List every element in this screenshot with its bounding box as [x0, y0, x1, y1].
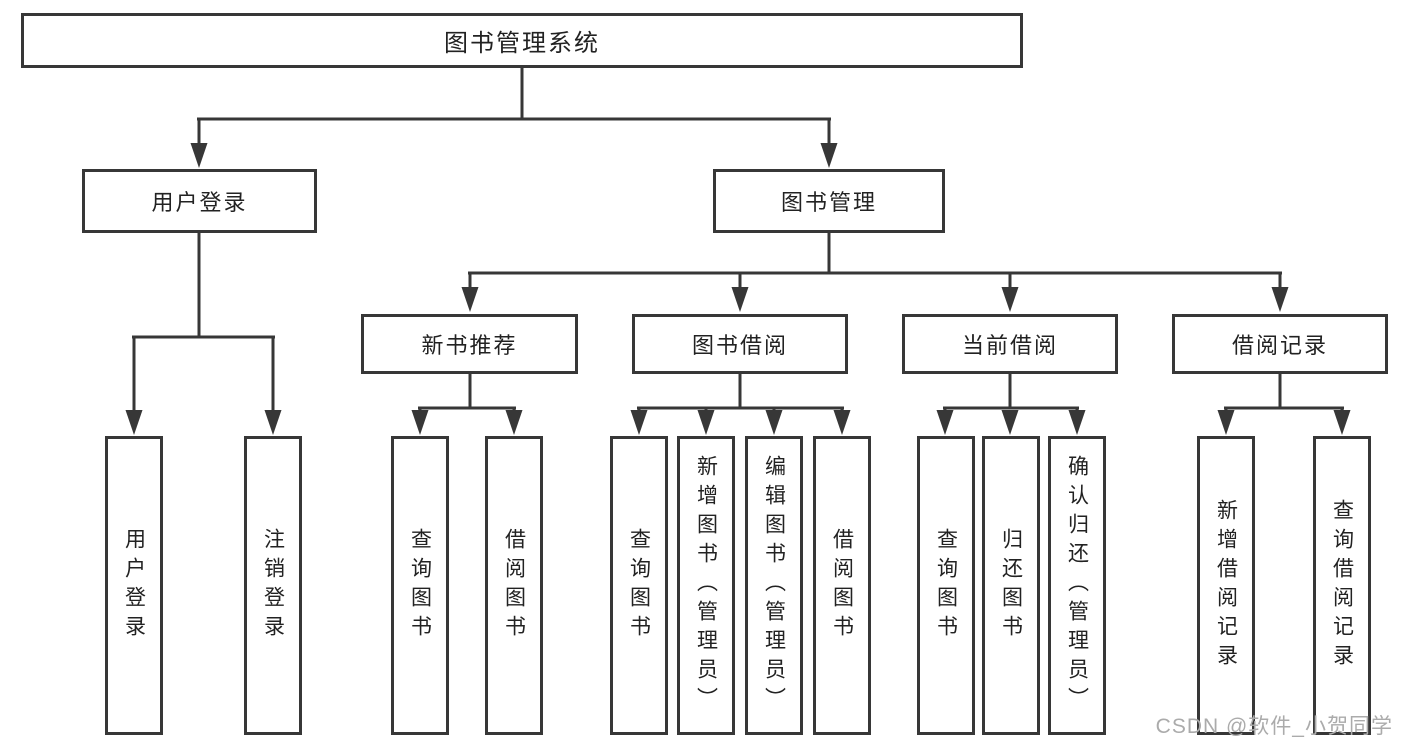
leaf-query-books-current: 查询图书 — [917, 436, 975, 735]
leaf-query-borrow-record: 查询借阅记录 — [1313, 436, 1371, 735]
node-book-management: 图书管理 — [713, 169, 945, 233]
node-label: 新增借阅记录 — [1214, 498, 1238, 673]
node-label: 借阅记录 — [1231, 333, 1328, 358]
leaf-borrow-books-borrowing: 借阅图书 — [813, 436, 871, 735]
node-label: 查询借阅记录 — [1330, 498, 1354, 673]
node-label: 归还图书 — [999, 527, 1023, 644]
leaf-user-login: 用户登录 — [105, 436, 163, 735]
node-label: 借阅图书 — [830, 527, 854, 644]
node-label: 查询图书 — [408, 527, 432, 644]
node-label: 查询图书 — [934, 527, 958, 644]
node-label: 用户登录 — [122, 527, 146, 644]
node-current-borrowing: 当前借阅 — [902, 314, 1118, 374]
node-label: 新书推荐 — [421, 333, 518, 358]
leaf-edit-books-admin: 编辑图书（管理员） — [745, 436, 803, 735]
leaf-logout-login: 注销登录 — [244, 436, 302, 735]
leaf-add-books-admin: 新增图书（管理员） — [677, 436, 735, 735]
leaf-query-books-recommend: 查询图书 — [391, 436, 449, 735]
node-label: 图书管理系统 — [444, 30, 600, 57]
leaf-query-books-borrowing: 查询图书 — [610, 436, 668, 735]
node-label: 查询图书 — [627, 527, 651, 644]
leaf-borrow-books-recommend: 借阅图书 — [485, 436, 543, 735]
node-book-borrowing: 图书借阅 — [632, 314, 848, 374]
leaf-confirm-return-admin: 确认归还（管理员） — [1048, 436, 1106, 735]
node-label: 借阅图书 — [502, 527, 526, 644]
node-label: 图书借阅 — [691, 333, 788, 358]
leaf-add-borrow-record: 新增借阅记录 — [1197, 436, 1255, 735]
node-label: 当前借阅 — [961, 333, 1058, 358]
leaf-return-books: 归还图书 — [982, 436, 1040, 735]
node-label: 新增图书（管理员） — [694, 455, 718, 716]
node-label: 确认归还（管理员） — [1065, 455, 1089, 716]
arrowheads — [125, 143, 1351, 435]
node-label: 用户登录 — [151, 190, 248, 215]
node-label: 图书管理 — [780, 190, 877, 215]
csdn-watermark: CSDN @软件_小贺同学 — [1155, 715, 1393, 738]
node-new-book-recommendation: 新书推荐 — [361, 314, 578, 374]
node-label: 编辑图书（管理员） — [762, 455, 786, 716]
node-library-management-system: 图书管理系统 — [21, 13, 1023, 68]
node-user-login: 用户登录 — [82, 169, 317, 233]
node-borrowing-records: 借阅记录 — [1172, 314, 1388, 374]
node-label: 注销登录 — [261, 527, 285, 644]
